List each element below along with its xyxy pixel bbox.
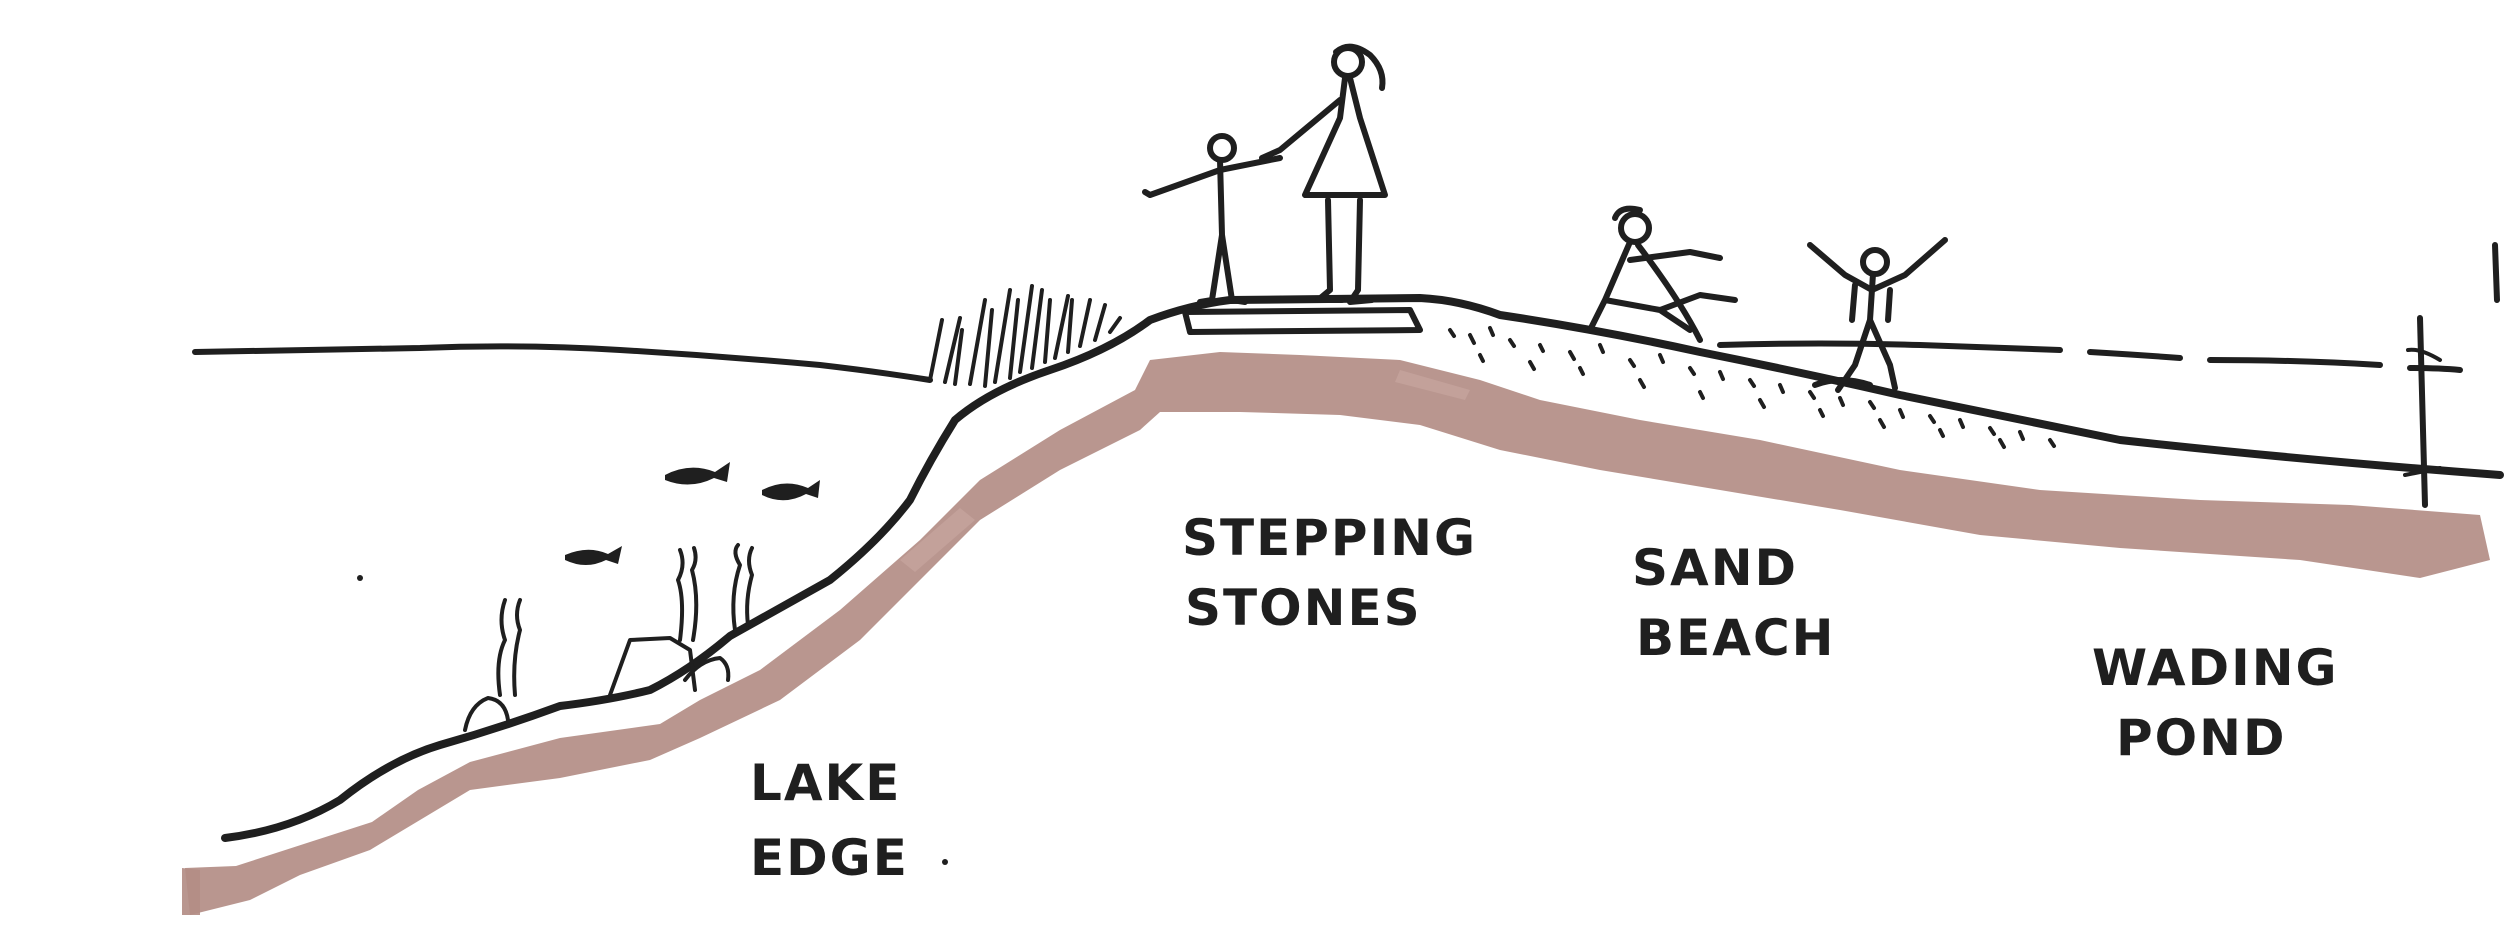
label-line: POND <box>2116 709 2287 767</box>
reed-icon <box>498 545 752 695</box>
person-icon <box>1145 47 1385 302</box>
label-stepping-stones: STEPPING STONES <box>1182 509 1477 637</box>
label-line: BEACH <box>1636 609 1836 667</box>
label-wading-pond: WADING POND <box>2092 639 2339 767</box>
label-sand-beach: SAND BEACH <box>1632 539 1836 667</box>
label-line: EDGE <box>750 829 909 887</box>
label-line: LAKE <box>750 754 901 812</box>
label-line: STONES <box>1185 579 1422 637</box>
label-line: SAND <box>1632 539 1798 597</box>
label-lake-edge: LAKE EDGE <box>750 754 909 887</box>
wading-water-line <box>1720 344 2460 371</box>
label-line: STEPPING <box>1182 509 1477 567</box>
person-icon <box>1810 240 1945 390</box>
water-line <box>195 346 930 380</box>
stepping-stone-slab <box>1185 310 1420 332</box>
grass-icon <box>930 286 1120 386</box>
person-icon <box>1590 209 1735 340</box>
label-line: WADING <box>2092 639 2339 697</box>
